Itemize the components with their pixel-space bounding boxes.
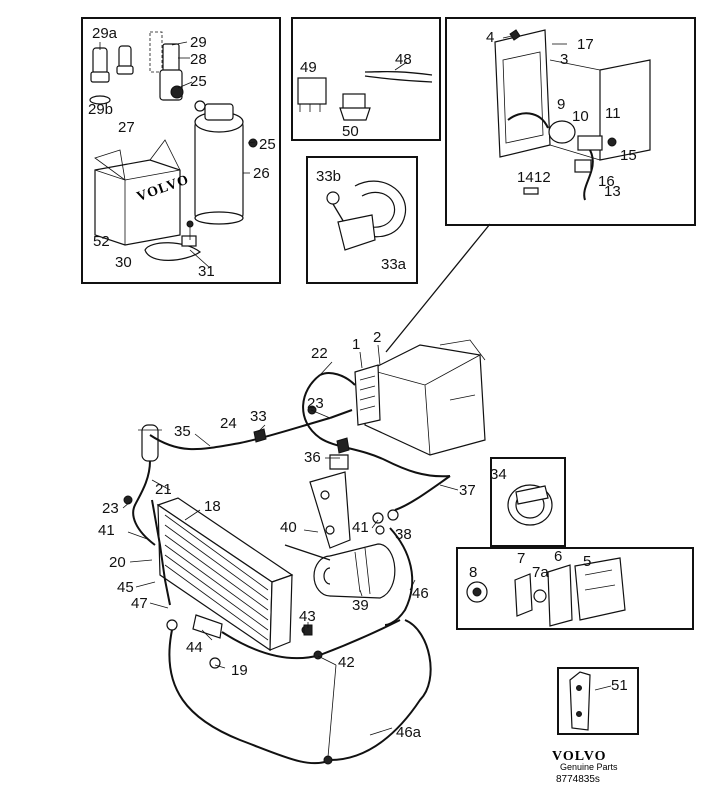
callout-46a: 46a bbox=[396, 724, 422, 741]
callout-50: 50 bbox=[342, 123, 359, 140]
callout-27: 27 bbox=[118, 119, 135, 136]
callout-26: 26 bbox=[253, 165, 270, 182]
callout-38: 38 bbox=[395, 526, 412, 543]
callout-9: 9 bbox=[557, 96, 565, 113]
callout-41: 41 bbox=[352, 519, 369, 536]
inset-hose-clamp bbox=[490, 457, 566, 547]
callout-3: 3 bbox=[560, 51, 568, 68]
callout-8: 8 bbox=[469, 564, 477, 581]
callout-19: 19 bbox=[231, 662, 248, 679]
callout-6: 6 bbox=[554, 548, 562, 565]
callout-17: 17 bbox=[577, 36, 594, 53]
callout-47: 47 bbox=[131, 595, 148, 612]
callout-7a: 7a bbox=[532, 564, 549, 581]
callout-36: 36 bbox=[304, 449, 321, 466]
callout-43: 43 bbox=[299, 608, 316, 625]
main-assembly bbox=[123, 223, 491, 765]
inset-control bbox=[456, 547, 694, 630]
inset-relay bbox=[291, 17, 441, 141]
callout-33b: 33b bbox=[316, 168, 341, 185]
brand-logo: VOLVO bbox=[552, 749, 607, 764]
callout-10: 10 bbox=[572, 108, 589, 125]
callout-18: 18 bbox=[204, 498, 221, 515]
inset-bracket bbox=[557, 667, 639, 735]
callout-29b: 29b bbox=[88, 101, 113, 118]
callout-labels: 29a 29 28 25 29b 27 25 26 52 30 31 49 48… bbox=[88, 25, 637, 741]
callout-12: 12 bbox=[534, 169, 551, 186]
callout-25-b: 25 bbox=[259, 136, 276, 153]
callout-44: 44 bbox=[186, 639, 203, 656]
callout-52: 52 bbox=[93, 233, 110, 250]
callout-11: 11 bbox=[605, 105, 621, 122]
callout-39: 39 bbox=[352, 597, 369, 614]
callout-34: 34 bbox=[490, 466, 507, 483]
callout-15: 15 bbox=[620, 147, 637, 164]
callout-7: 7 bbox=[517, 550, 525, 567]
callout-49: 49 bbox=[300, 59, 317, 76]
callout-46: 46 bbox=[412, 585, 429, 602]
callout-48: 48 bbox=[395, 51, 412, 68]
callout-21: 21 bbox=[155, 481, 172, 498]
callout-5: 5 bbox=[583, 553, 591, 570]
callout-51: 51 bbox=[611, 677, 628, 694]
callout-29: 29 bbox=[190, 34, 207, 51]
inset-evaporator bbox=[445, 17, 696, 226]
callout-29a: 29a bbox=[92, 25, 118, 42]
callout-35: 35 bbox=[174, 423, 191, 440]
callout-30: 30 bbox=[115, 254, 132, 271]
callout-41-b: 41 bbox=[98, 522, 115, 539]
inset-clip bbox=[306, 156, 418, 284]
callout-37: 37 bbox=[459, 482, 476, 499]
callout-2: 2 bbox=[373, 329, 381, 346]
callout-23-b: 23 bbox=[102, 500, 119, 517]
callout-40: 40 bbox=[280, 519, 297, 536]
footer: VOLVO Genuine Parts 8774835s bbox=[552, 749, 618, 785]
callout-23: 23 bbox=[307, 395, 324, 412]
callout-22: 22 bbox=[311, 345, 328, 362]
callout-16: 16 bbox=[598, 173, 615, 190]
callout-14: 14 bbox=[517, 169, 534, 186]
leader-lines bbox=[99, 35, 612, 758]
inset-receiver-drier: VOLVO bbox=[81, 17, 281, 284]
footer-reference: 8774835s bbox=[556, 774, 600, 785]
callout-28: 28 bbox=[190, 51, 207, 68]
callout-25: 25 bbox=[190, 73, 207, 90]
callout-1: 1 bbox=[352, 336, 360, 353]
callout-31: 31 bbox=[198, 263, 215, 280]
callout-24: 24 bbox=[220, 415, 237, 432]
callout-33a: 33a bbox=[381, 256, 407, 273]
callout-33: 33 bbox=[250, 408, 267, 425]
callout-42: 42 bbox=[338, 654, 355, 671]
callout-20: 20 bbox=[109, 554, 126, 571]
callout-45: 45 bbox=[117, 579, 134, 596]
callout-4: 4 bbox=[486, 29, 494, 46]
callout-13: 13 bbox=[604, 183, 621, 200]
footer-subtitle: Genuine Parts bbox=[560, 762, 618, 772]
